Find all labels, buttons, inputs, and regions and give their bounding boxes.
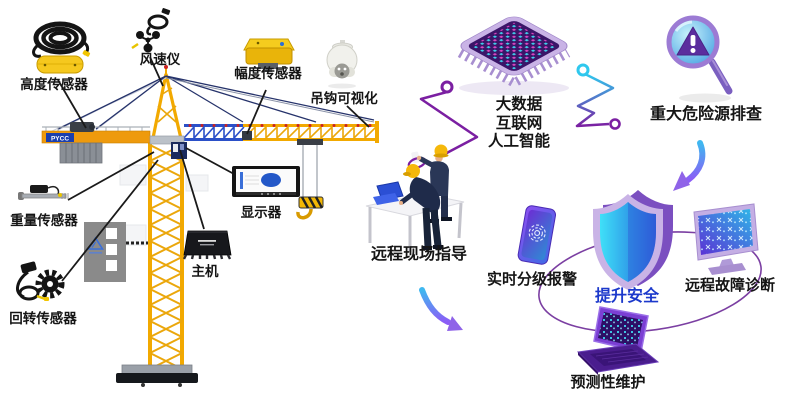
mast-lattice (149, 144, 183, 370)
label-amplitude-sensor: 幅度传感器 (234, 66, 302, 81)
circuit-trace-right (575, 63, 621, 130)
ai-caption-line-2: 互联网 (495, 114, 543, 132)
label-height-sensor: 高度传感器 (20, 77, 88, 92)
workers-table-icon (365, 144, 465, 252)
tie-rods (49, 75, 375, 133)
label-fault-diagnosis: 远程故障诊断 (684, 277, 775, 294)
label-main-unit: 主机 (191, 264, 219, 279)
magnifier-warning-icon (666, 15, 733, 103)
label-predictive-maintenance: 预测性维护 (570, 374, 646, 391)
label-rotation-sensor: 回转传感器 (9, 311, 77, 326)
label-hook-camera: 吊钩可视化 (310, 91, 378, 106)
cpu-chip-icon (457, 16, 571, 95)
amplitude-sensor-icon (243, 38, 295, 72)
ai-caption-line-1: 大数据 (495, 96, 543, 113)
label-realtime-alarm: 实时分级报警 (486, 271, 577, 288)
label-hazard-check: 重大危险源排查 (649, 106, 762, 123)
ai-caption: 大数据 互联网 人工智能 (455, 96, 583, 152)
main-jib (183, 121, 379, 143)
label-improve-safety: 提升安全 (594, 288, 659, 305)
phone-fingerprint-icon (517, 205, 557, 265)
hook-camera-icon (326, 40, 358, 89)
ai-caption-line-3: 人工智能 (487, 133, 550, 150)
arrow-down-right (419, 287, 463, 331)
crane-base (116, 364, 198, 387)
display-monitor-icon (232, 166, 300, 197)
laptop-icon (576, 306, 660, 375)
building (84, 222, 150, 282)
circuit-trace-left (419, 80, 479, 158)
crane-brand-text: PYCC (51, 135, 69, 142)
main-unit-icon (182, 230, 232, 260)
pointer-lines (57, 56, 370, 282)
shield-icon (593, 190, 673, 290)
weight-sensor-icon (18, 185, 69, 200)
counter-jib: PYCC (41, 122, 151, 164)
arrow-down-left (673, 140, 706, 191)
hoist-winch (70, 122, 94, 132)
slewing-unit (149, 135, 185, 145)
height-sensor-icon (32, 21, 91, 74)
desktop-monitor-icon (693, 203, 759, 275)
label-weight-sensor: 重量传感器 (10, 213, 78, 228)
trolley-hook (296, 139, 324, 220)
jib-hoist-box (242, 131, 252, 140)
tower-crane: PYCC (41, 65, 379, 387)
label-remote-guidance: 远程现场指导 (370, 246, 467, 263)
label-anemometer: 风速仪 (139, 52, 181, 67)
label-display: 显示器 (240, 205, 282, 220)
anemometer-icon (131, 8, 171, 53)
rotation-sensor-icon (16, 261, 65, 301)
counterweight (59, 142, 103, 164)
operator-cab (171, 142, 187, 159)
